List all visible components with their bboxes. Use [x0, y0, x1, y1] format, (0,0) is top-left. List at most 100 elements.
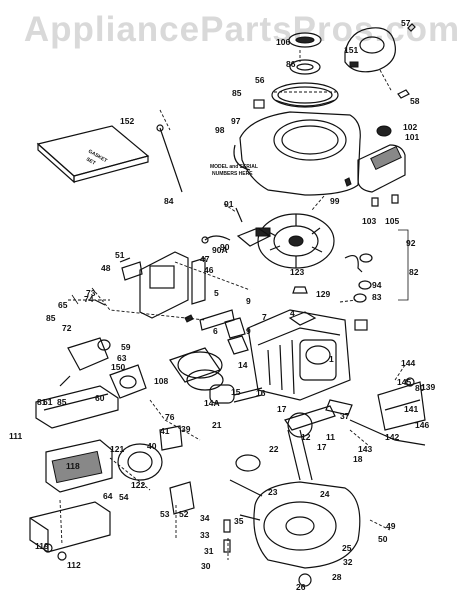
callout: 56: [255, 75, 265, 85]
callout: 54: [119, 492, 129, 502]
callout: 4: [290, 308, 295, 318]
misc-left-parts: [59, 257, 147, 399]
callout: 64: [103, 491, 113, 501]
callout: 139: [421, 382, 435, 392]
callout: 143: [358, 444, 372, 454]
callout: 141: [404, 404, 418, 414]
callout: 63: [117, 353, 127, 363]
callout: 129: [316, 289, 330, 299]
callout: 22: [269, 444, 279, 454]
ignition-area: [201, 207, 272, 247]
callout: 18: [353, 454, 363, 464]
callout: 9: [246, 296, 251, 306]
air-filter-group: [29, 385, 119, 561]
callout: 99: [330, 196, 340, 206]
callout: 65: [58, 300, 68, 310]
callout: 26: [296, 582, 306, 592]
callout: 91: [224, 199, 234, 209]
callout: 119: [35, 541, 49, 551]
callout: 47: [200, 254, 210, 264]
callout: 90A: [212, 245, 228, 255]
callout: 72: [62, 323, 72, 333]
callout: 97: [231, 116, 241, 126]
callout: 121: [110, 444, 124, 454]
callout: 25: [342, 543, 352, 553]
callout: 105: [385, 216, 399, 226]
callout: 23: [268, 487, 278, 497]
callout: 106: [276, 37, 290, 47]
callout: 98: [215, 125, 225, 135]
callout: 6: [213, 326, 218, 336]
callout: 15: [231, 387, 241, 397]
callout: 152: [120, 116, 134, 126]
callout: 61: [43, 397, 53, 407]
note-line-1: MODEL and SERIAL: [210, 164, 258, 170]
callout: 30: [201, 561, 211, 571]
gasket-set-label-2: SET: [85, 157, 96, 167]
callout: 60: [95, 393, 105, 403]
callout: 57: [401, 18, 411, 28]
callout: 144: [401, 358, 415, 368]
callouts: 1 4 5 6 7 9 9 11 12 14 14A 15 16 17 17 1…: [9, 18, 435, 592]
callout: 52: [179, 509, 189, 519]
callout: 37: [340, 411, 350, 421]
callout: 31: [204, 546, 214, 556]
callout: 16: [256, 388, 266, 398]
callout: 86: [286, 59, 296, 69]
gasket-set-box: GASKET SET: [36, 125, 150, 184]
callout: 41: [160, 426, 170, 436]
callout: 84: [164, 196, 174, 206]
callout: 40: [147, 441, 157, 451]
callout: 142: [385, 432, 399, 442]
callout: 122: [131, 480, 145, 490]
callout: 14: [238, 360, 248, 370]
callout: 17: [277, 404, 287, 414]
callout: 50: [378, 534, 388, 544]
callout: 48: [101, 263, 111, 273]
callout: 53: [160, 509, 170, 519]
callout: 51: [115, 250, 125, 260]
callout: 58: [410, 96, 420, 106]
callout: 94: [372, 280, 382, 290]
callout: 85: [46, 313, 56, 323]
callout: 81: [37, 397, 47, 407]
tank-group: [117, 425, 195, 515]
callout: 14A: [204, 398, 220, 408]
callout: 102: [403, 122, 417, 132]
callout: 32: [343, 557, 353, 567]
muffler-group: [357, 125, 406, 207]
watermark: AppliancePartsPros.com: [23, 10, 461, 49]
piston-group: [169, 347, 263, 404]
callout: 11: [326, 432, 335, 442]
callout: 92: [406, 238, 416, 248]
callout: 35: [234, 516, 244, 526]
callout: 150: [111, 362, 125, 372]
callout: 151: [344, 45, 358, 55]
callout: 146: [415, 420, 429, 430]
callout: 34: [200, 513, 210, 523]
callout: 101: [405, 132, 419, 142]
callout: 123: [290, 267, 304, 277]
callout: 108: [154, 376, 168, 386]
callout: 49: [386, 521, 396, 531]
top-parts: MODEL and SERIAL NUMBERS HERE: [156, 23, 416, 196]
callout: 59: [121, 342, 131, 352]
callout: 9: [246, 326, 251, 336]
callout: 33: [200, 530, 210, 540]
callout: 85: [232, 88, 242, 98]
callout: 12: [301, 432, 311, 442]
callout: 85: [57, 397, 67, 407]
leader-lines: [59, 50, 409, 560]
breather-parts: [288, 253, 373, 331]
cylinder-block: [224, 309, 351, 401]
callout: 76: [165, 412, 175, 422]
callout: 46: [204, 265, 214, 275]
callout: 73: [86, 288, 96, 298]
callout: 145: [397, 377, 411, 387]
callout: 82: [409, 267, 419, 277]
callout: 7: [262, 312, 267, 322]
callout: 17: [317, 442, 327, 452]
note-line-2: NUMBERS HERE: [212, 171, 253, 177]
callout: 80: [415, 383, 425, 393]
